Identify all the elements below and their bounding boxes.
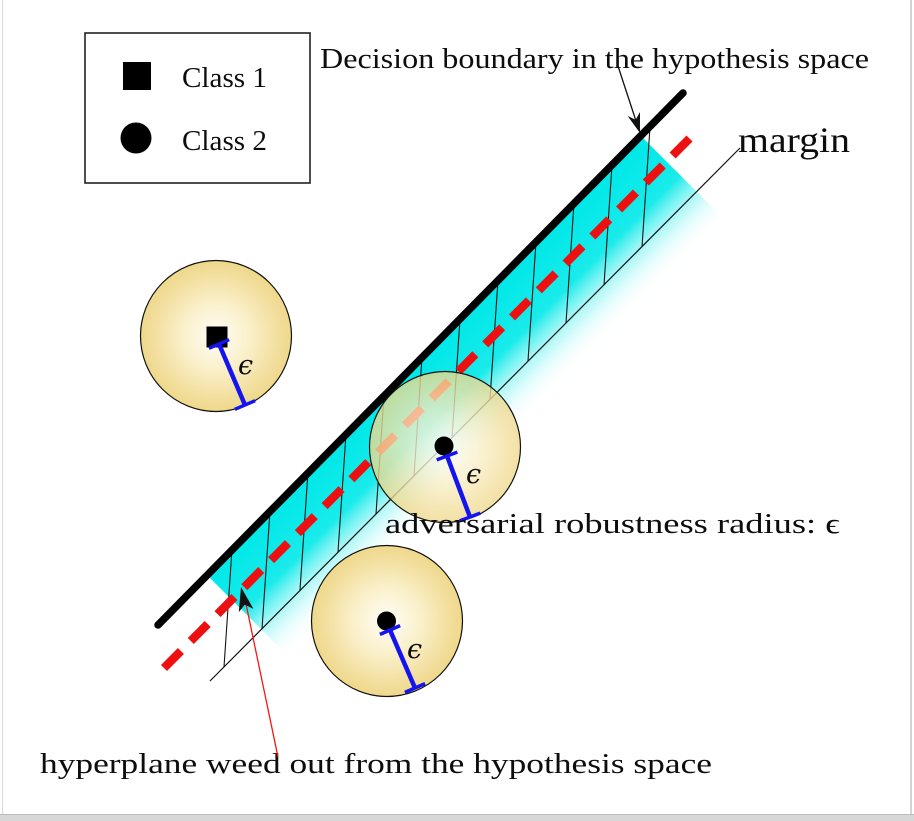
decision-boundary-label: Decision boundary in the hypothesis spac… [320, 44, 869, 75]
arrow-shaft [616, 62, 637, 122]
epsilon-radius-3 [379, 623, 426, 695]
radius-line [387, 629, 418, 689]
weed-out-label: hyperplane weed out from the hypothesis … [40, 748, 712, 780]
decision-boundary-line [154, 89, 687, 629]
margin-label: margin [738, 120, 850, 160]
arrowhead-icon [238, 587, 254, 613]
legend-label-class1: Class 1 [182, 62, 267, 94]
class2-sample-marker-support [434, 436, 454, 456]
weed-out-arrow [238, 587, 279, 758]
legend-label-class2: Class 2 [182, 125, 267, 157]
legend-box [84, 32, 311, 184]
decision-boundary-arrow [616, 62, 640, 133]
radius-cap [459, 511, 481, 523]
radius-cap [208, 338, 230, 350]
robustness-radius-label: adversarial robustness radius: ϵ [385, 509, 840, 540]
legend-circle-icon [120, 122, 152, 154]
hatch-line [641, 126, 651, 248]
radius-cap [404, 681, 426, 695]
hatch-line [527, 241, 537, 362]
weed-out-hyperplane-line [160, 132, 697, 671]
legend-square-icon [123, 62, 151, 90]
hatch-line [261, 510, 271, 630]
radius-cap [379, 623, 401, 637]
epsilon-radius-2 [436, 450, 481, 523]
radius-line [216, 343, 248, 406]
epsilon-radius-group [208, 338, 481, 695]
radius-line [444, 455, 473, 518]
arrowhead-icon [627, 112, 640, 133]
legend: Class 1 Class 2 [84, 32, 311, 184]
epsilon-label-1: ϵ [238, 350, 253, 381]
arrow-shaft [245, 603, 279, 758]
epsilon-radius-1 [208, 338, 256, 411]
radius-cap [234, 399, 256, 411]
class2-sample-marker [377, 611, 396, 631]
frame-bottom-strip [0, 814, 914, 821]
radius-cap [436, 450, 458, 462]
epsilon-label-2: ϵ [466, 459, 481, 490]
epsilon-label-3: ϵ [407, 634, 422, 665]
